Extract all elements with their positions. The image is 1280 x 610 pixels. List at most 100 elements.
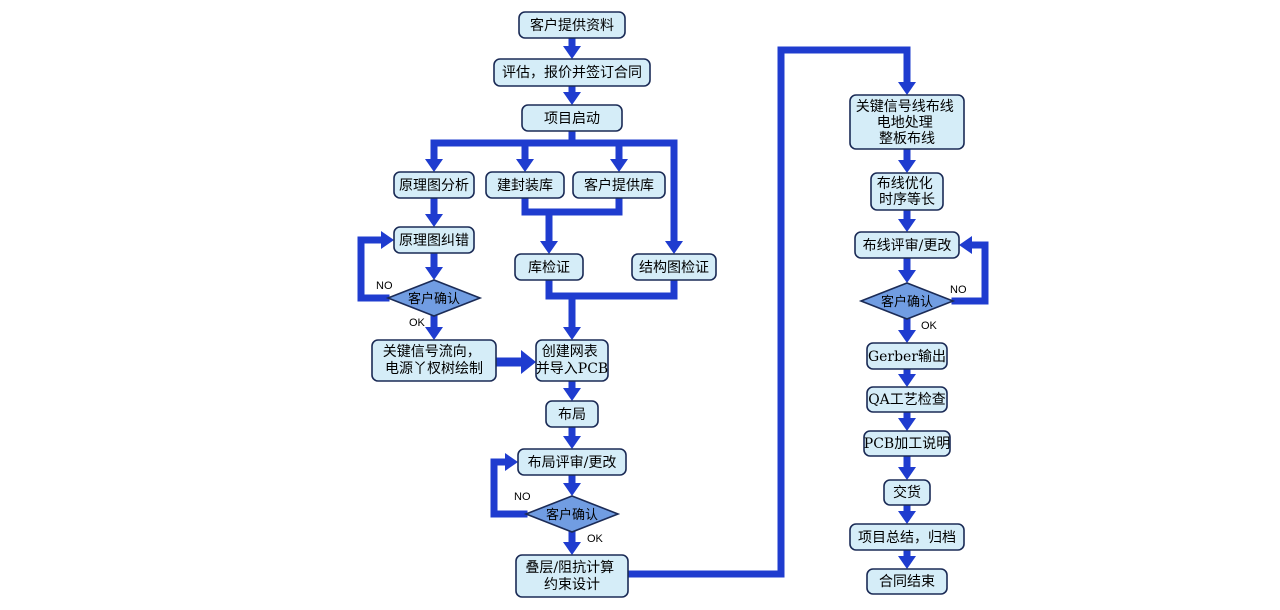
node-box xyxy=(631,253,717,281)
node-label-line: 整板布线 xyxy=(879,131,935,147)
node-box xyxy=(545,400,599,428)
node-label: 原理图纠错 xyxy=(399,233,469,249)
node-box xyxy=(572,171,666,199)
node-box xyxy=(393,226,475,254)
node-box xyxy=(854,231,960,259)
node-label: 布局 xyxy=(558,407,586,423)
node-box xyxy=(849,94,965,150)
node-project-kickoff: 项目启动 xyxy=(521,104,623,132)
node-footprint-library: 建封装库 xyxy=(485,171,565,199)
arrowhead xyxy=(425,159,443,172)
arrowhead xyxy=(898,418,916,431)
node-label: 库检证 xyxy=(528,260,570,276)
decision-diamond xyxy=(523,495,621,533)
arrowhead xyxy=(563,92,581,105)
node-box xyxy=(863,430,951,457)
node-schematic-analysis: 原理图分析 xyxy=(393,171,475,199)
node-routing: 关键信号线布线 电地处理 整板布线 xyxy=(849,94,965,150)
node-box xyxy=(866,342,948,370)
arrowhead xyxy=(610,159,628,172)
node-label: QA工艺检查 xyxy=(868,392,946,408)
node-contract-end: 合同结束 xyxy=(866,568,948,595)
node-box xyxy=(849,523,965,551)
arrowhead xyxy=(898,160,916,173)
node-label-line: 关键信号流向， xyxy=(383,344,481,360)
node-label: PCB加工说明 xyxy=(864,436,950,452)
node-box xyxy=(485,171,565,199)
arrowhead xyxy=(505,453,518,471)
node-box xyxy=(870,172,944,211)
node-label: 布线优化 时序等长 xyxy=(877,176,937,208)
node-label: 创建网表 并导入PCB xyxy=(536,344,608,377)
decision-diamond xyxy=(858,282,956,320)
edge-label-ok: OK xyxy=(587,533,604,545)
arrowhead xyxy=(425,214,443,227)
node-label: 合同结束 xyxy=(879,574,935,590)
arrowhead xyxy=(665,241,683,254)
node-signal-power-tree: 关键信号流向， 电源丫杈树绘制 xyxy=(371,339,497,382)
arrowhead xyxy=(563,327,581,340)
arrowhead xyxy=(425,327,443,340)
node-schematic-correction: 原理图纠错 xyxy=(393,226,475,254)
arrowhead xyxy=(898,219,916,232)
node-label: 关键信号线布线 电地处理 整板布线 xyxy=(856,99,958,147)
node-box xyxy=(517,448,627,476)
nodes: 客户提供资料 评估，报价并签订合同 项目启动 原理图分析 建封装库 客户提供库 … xyxy=(371,11,965,598)
edge-label-no: NO xyxy=(376,280,393,292)
decision-diamond xyxy=(385,279,483,317)
arrowhead xyxy=(898,374,916,387)
connector-libraries-merge xyxy=(521,194,623,246)
arrowhead xyxy=(516,159,534,172)
decision-label: 客户确认 xyxy=(408,291,460,307)
arrowhead xyxy=(563,542,581,555)
node-label-line: 叠层/阻抗计算 xyxy=(525,560,614,576)
node-customer-materials: 客户提供资料 xyxy=(518,11,626,39)
node-structure-check: 结构图检证 xyxy=(631,253,717,281)
arrowhead xyxy=(898,330,916,343)
node-placement: 布局 xyxy=(545,400,599,428)
node-evaluation-contract: 评估，报价并签订合同 xyxy=(493,58,651,87)
decision-routing-confirm: 客户确认 xyxy=(858,282,956,320)
node-gerber-output: Gerber输出 xyxy=(866,342,948,370)
connector-placement-no-loop xyxy=(490,458,528,518)
arrowhead xyxy=(898,511,916,524)
node-delivery: 交货 xyxy=(883,479,931,506)
decision-label: 客户确认 xyxy=(546,507,598,523)
node-box xyxy=(883,479,931,506)
node-summary-archive: 项目总结，归档 xyxy=(849,523,965,551)
arrowhead xyxy=(959,236,972,254)
node-label: 客户提供资料 xyxy=(530,17,614,34)
edge-label-ok: OK xyxy=(409,317,426,329)
node-box xyxy=(521,104,623,132)
node-box xyxy=(514,253,584,281)
node-label: 交货 xyxy=(893,484,921,501)
arrowhead xyxy=(898,467,916,480)
arrowhead xyxy=(898,556,916,569)
edge-labels: NO OK NO OK NO OK xyxy=(376,280,967,545)
node-label-line: 电源丫杈树绘制 xyxy=(385,361,483,377)
node-label: 项目启动 xyxy=(544,111,600,127)
node-box xyxy=(535,339,609,382)
arrowhead xyxy=(898,270,916,283)
node-routing-optimization: 布线优化 时序等长 xyxy=(870,172,944,211)
arrowhead xyxy=(425,267,443,280)
node-label: 布线评审/更改 xyxy=(863,238,952,254)
arrowhead xyxy=(563,483,581,496)
arrowhead xyxy=(563,388,581,401)
decision-placement-confirm: 客户确认 xyxy=(523,495,621,533)
node-label-line: 关键信号线布线 xyxy=(856,99,954,115)
node-label-line: 电地处理 xyxy=(877,115,933,131)
connector-kickoff-branch xyxy=(430,127,678,147)
node-box xyxy=(866,386,948,413)
edge-label-no: NO xyxy=(514,491,531,503)
node-label: 评估，报价并签订合同 xyxy=(502,64,642,81)
node-label: 项目总结，归档 xyxy=(858,529,956,546)
arrowhead xyxy=(563,46,581,59)
connector-checks-merge xyxy=(545,276,678,332)
connector-routing-no-loop xyxy=(951,241,989,305)
node-qa-check: QA工艺检查 xyxy=(866,386,948,413)
connector-stackup-to-routing xyxy=(624,46,911,578)
arrowhead xyxy=(563,436,581,449)
arrowhead xyxy=(521,350,536,374)
